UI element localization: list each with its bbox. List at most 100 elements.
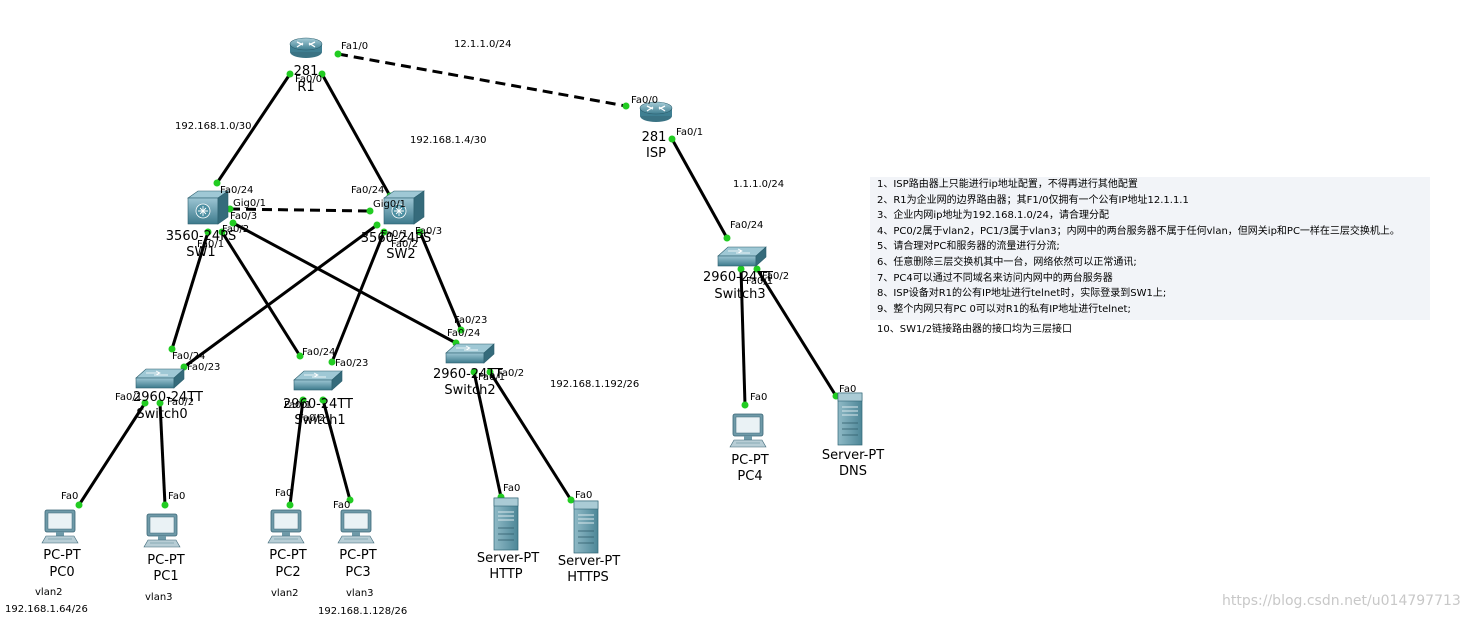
server-dns[interactable] xyxy=(837,392,863,446)
link-r1-sw2 xyxy=(320,73,392,197)
pc-pc2[interactable] xyxy=(267,509,305,544)
port-label: Fa0/1 xyxy=(115,392,142,403)
isp-model-label: 281 xyxy=(642,130,667,145)
watermark-text: https://blog.csdn.net/u014797713 xyxy=(1222,593,1461,609)
r1-model-label: 281 xyxy=(294,64,319,79)
switch1-name-label: Switch1 xyxy=(294,413,345,428)
port-label: Fa0/2 xyxy=(222,224,249,235)
network-label-r1-sw2: 192.168.1.4/30 xyxy=(410,135,487,146)
server-https[interactable] xyxy=(573,500,599,554)
port-dot xyxy=(156,399,164,407)
port-label: Fa0 xyxy=(839,384,856,395)
switch1-model-label: 2960-24TT xyxy=(283,397,353,412)
port-label: Fa0 xyxy=(275,488,292,499)
port-label: Fa0/2 xyxy=(497,368,524,379)
port-dot xyxy=(346,496,354,504)
dns-name-label: DNS xyxy=(839,464,867,479)
pc4-type-label: PC-PT xyxy=(731,453,768,468)
dns-type-label: Server-PT xyxy=(822,448,884,463)
port-label: Fa0/1 xyxy=(381,229,408,240)
pc0-name-label: PC0 xyxy=(49,565,74,580)
switch-switch2[interactable] xyxy=(445,343,495,364)
pc2-type-label: PC-PT xyxy=(269,548,306,563)
http-type-label: Server-PT xyxy=(477,551,539,566)
router-r1[interactable] xyxy=(289,37,323,59)
vlan-label-pc0: vlan2 xyxy=(35,587,63,598)
port-label: Fa0/23 xyxy=(187,362,220,373)
port-dot xyxy=(75,501,83,509)
port-dot xyxy=(416,228,424,236)
requirements-notes: 1、ISP路由器上只能进行ip地址配置，不得再进行其他配置 2、R1为企业网的边… xyxy=(870,177,1430,320)
port-dot xyxy=(229,219,237,227)
port-label: Fa0/24 xyxy=(172,351,205,362)
pc0-type-label: PC-PT xyxy=(43,548,80,563)
note-line: 3、企业内网ip地址为192.168.1.0/24，请合理分配 xyxy=(877,210,1110,222)
link-switch1-pc3 xyxy=(321,399,352,501)
port-dot xyxy=(668,135,676,143)
link-r1-sw1 xyxy=(215,73,292,184)
port-dot xyxy=(334,50,342,58)
link-sw1-sw2 xyxy=(229,207,371,213)
port-dot xyxy=(380,228,388,236)
vlan-label-pc2: vlan2 xyxy=(271,588,299,599)
link-isp-switch3 xyxy=(670,138,729,239)
port-label: Fa0/3 xyxy=(230,211,257,222)
sw1-name-label: SW1 xyxy=(186,245,215,260)
pc-pc0[interactable] xyxy=(41,509,79,544)
port-label: Fa0/24 xyxy=(302,347,335,358)
sw2-model-label: 3560-24PS xyxy=(361,231,431,246)
network-label-vlan2: 192.168.1.64/26 xyxy=(5,604,88,615)
port-label: Fa0/1 xyxy=(676,127,703,138)
port-label: Gig0/1 xyxy=(233,198,266,209)
network-label-r1-sw1: 192.168.1.0/30 xyxy=(175,121,252,132)
sw1-model-label: 3560-24PS xyxy=(166,229,236,244)
port-dot xyxy=(218,228,226,236)
isp-name-label: ISP xyxy=(646,146,666,161)
pc-pc3[interactable] xyxy=(337,509,375,544)
port-label: Fa0/2 xyxy=(167,397,194,408)
pc-pc1[interactable] xyxy=(143,513,181,548)
switch2-model-label: 2960-24TT xyxy=(433,367,503,382)
sw2-name-label: SW2 xyxy=(386,247,415,262)
switch-switch0[interactable] xyxy=(135,368,185,389)
port-label: Fa0/0 xyxy=(295,74,322,85)
port-dot xyxy=(204,228,212,236)
port-dot xyxy=(741,401,749,409)
link-sw1-switch2 xyxy=(232,221,457,345)
port-dot xyxy=(286,70,294,78)
link-switch1-pc2 xyxy=(288,399,305,506)
note-line: 1、ISP路由器上只能进行ip地址配置，不得再进行其他配置 xyxy=(877,179,1138,190)
port-label: Fa0/3 xyxy=(415,226,442,237)
switch-switch1[interactable] xyxy=(293,370,343,391)
link-switch3-dns xyxy=(755,268,838,397)
port-dot xyxy=(373,221,381,229)
pc-pc4[interactable] xyxy=(729,413,767,448)
link-r1-isp xyxy=(337,52,627,108)
server-http[interactable] xyxy=(493,497,519,551)
port-label: Fa0/1 xyxy=(197,239,224,250)
port-dot xyxy=(753,265,761,273)
port-label: Fa0 xyxy=(575,490,592,501)
note-line: 4、PC0/2属于vlan2，PC1/3属于vlan3；内网中的两台服务器不属于… xyxy=(877,225,1400,237)
port-label: Fa0/23 xyxy=(335,358,368,369)
port-label: Fa0 xyxy=(503,483,520,494)
port-dot xyxy=(168,345,176,353)
note-line: 2、R1为企业网的边界路由器；其F1/0仅拥有一个公有IP地址12.1.1.1 xyxy=(877,194,1189,206)
pc3-name-label: PC3 xyxy=(345,565,370,580)
port-dot xyxy=(296,352,304,360)
port-dot xyxy=(486,368,494,376)
network-label-isp-lan: 1.1.1.0/24 xyxy=(733,179,784,190)
r1-name-label: R1 xyxy=(297,80,314,95)
port-label: Fa0 xyxy=(750,392,767,403)
port-label: Fa0/23 xyxy=(454,315,487,326)
port-dot xyxy=(318,70,326,78)
pc3-type-label: PC-PT xyxy=(339,548,376,563)
port-dot xyxy=(723,234,731,242)
link-switch2-https xyxy=(488,371,573,501)
switch-switch3[interactable] xyxy=(717,246,767,267)
port-label: Fa0/1 xyxy=(284,400,311,411)
https-type-label: Server-PT xyxy=(558,554,620,569)
pc4-name-label: PC4 xyxy=(737,469,762,484)
network-label-wan: 12.1.1.0/24 xyxy=(454,39,511,50)
